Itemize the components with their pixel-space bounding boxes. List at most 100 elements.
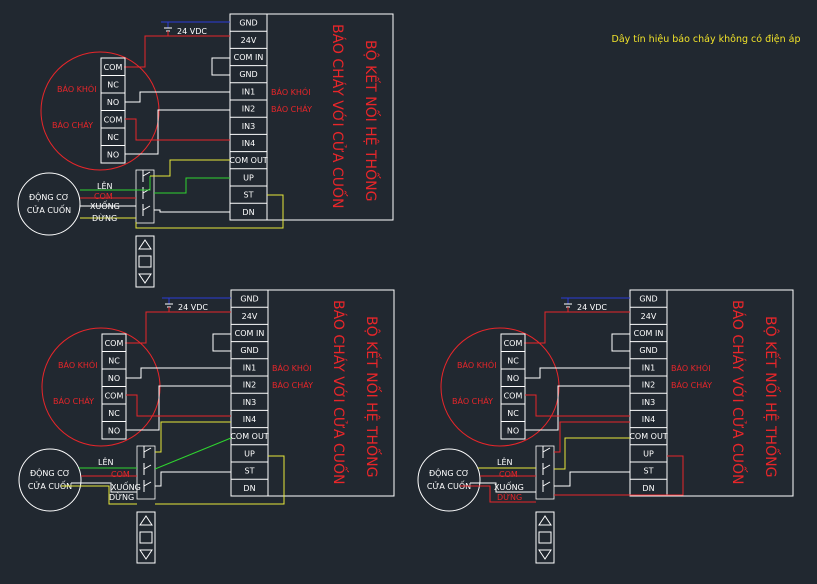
terminal-dn: DN	[243, 484, 255, 493]
switch-blade-0	[142, 171, 151, 177]
motor-label-line1: ĐỘNG CƠ	[30, 467, 70, 478]
st-terminal-wire	[135, 194, 284, 229]
st-terminal-wire	[155, 455, 285, 505]
terminal-st: ST	[244, 191, 254, 200]
fire-no-to-in2	[126, 385, 231, 431]
down-label: XUỐNG	[494, 480, 524, 492]
terminal-in4: IN4	[243, 415, 256, 424]
stop-square-icon	[138, 255, 152, 268]
up-arrow-icon	[138, 239, 152, 250]
supply-label: 24 VDC	[178, 303, 208, 312]
contact-com-3: COM	[105, 392, 124, 401]
terminal-in4: IN4	[242, 139, 255, 148]
stop-label: DỪNG	[92, 212, 117, 223]
terminal-com-out: COM OUT	[629, 432, 667, 441]
terminal-com-in: COM IN	[634, 329, 664, 338]
up-terminal-wire	[154, 437, 232, 470]
terminal-in3: IN3	[642, 398, 655, 407]
contact-com-3: COM	[504, 392, 523, 401]
up-label: LÊN	[97, 180, 113, 191]
detector-circle	[41, 327, 161, 447]
smoke-no-to-in1	[525, 367, 630, 379]
smoke-no-to-in1	[125, 91, 230, 103]
up-label: LÊN	[497, 456, 513, 467]
motor-label-line1: ĐỘNG CƠ	[429, 467, 469, 478]
in2-signal-label: BÁO CHÁY	[671, 379, 712, 390]
switch-box	[535, 445, 555, 500]
terminal-in3: IN3	[242, 122, 255, 131]
com-label: COM	[111, 470, 130, 479]
smoke-detector-label: BÁO KHÓI	[57, 83, 97, 94]
motor-label-line2: CỬA CUỐN	[28, 479, 72, 491]
smoke-com-wire	[124, 35, 168, 68]
smoke-com-wire	[125, 311, 169, 344]
terminal-in2: IN2	[642, 381, 655, 390]
st-terminal-wire	[554, 455, 684, 496]
dn-terminal-wire	[154, 209, 230, 213]
up-terminal-wire	[554, 437, 630, 470]
down-arrow-icon	[139, 549, 153, 560]
contact-nc-4: NC	[507, 409, 519, 418]
terminal-in3: IN3	[243, 398, 256, 407]
supply-label: 24 VDC	[577, 303, 607, 312]
terminal-in2: IN2	[242, 105, 255, 114]
terminal-gnd: GND	[240, 346, 258, 355]
contact-com-3: COM	[104, 116, 123, 125]
contact-com-0: COM	[504, 339, 523, 348]
stop-wire-red	[460, 485, 536, 503]
fire-com-wire	[126, 394, 231, 417]
terminal-com-in: COM IN	[234, 53, 264, 62]
contact-nc-4: NC	[107, 133, 119, 142]
motor-circle	[417, 448, 481, 512]
comin-gnd-jumper	[212, 333, 231, 352]
stop-wire-yellow	[61, 485, 137, 505]
up-arrow-icon	[139, 515, 153, 526]
up-terminal-wire	[154, 177, 230, 194]
terminal-gnd: GND	[240, 295, 258, 304]
module-title-line2: BÁO CHÁY VỚI CỬA CUỐN	[329, 24, 348, 208]
contact-no-2: NO	[108, 374, 120, 383]
up-arrow-icon	[538, 515, 552, 526]
smoke-detector-label: BÁO KHÓI	[457, 359, 497, 370]
contact-no-5: NO	[107, 151, 119, 160]
up-label: LÊN	[98, 456, 114, 467]
fire-detector-label: BÁO CHÁY	[452, 395, 493, 406]
switch-blade-0	[143, 447, 152, 453]
contact-no-2: NO	[507, 374, 519, 383]
comin-gnd-jumper	[211, 57, 230, 76]
motor-label-line1: ĐỘNG CƠ	[29, 191, 69, 202]
terminal-in1: IN1	[243, 363, 256, 372]
com-out-wire	[150, 159, 230, 177]
switch-blade-1	[542, 464, 551, 470]
smoke-detector-label: BÁO KHÓI	[58, 359, 98, 370]
terminal-com-in: COM IN	[235, 329, 265, 338]
contact-no-2: NO	[107, 98, 119, 107]
terminal-gnd: GND	[239, 19, 257, 28]
control-panel	[136, 511, 156, 564]
dn-terminal-wire	[554, 471, 630, 487]
terminal-up: UP	[243, 173, 254, 182]
com-out-wire	[554, 421, 630, 453]
fire-no-to-in2	[125, 109, 230, 155]
terminal-gnd: GND	[639, 295, 657, 304]
control-panel	[535, 511, 555, 564]
down-label: XUỐNG	[111, 480, 141, 492]
terminal-com-out: COM OUT	[230, 432, 268, 441]
in1-signal-label: BÁO KHÓI	[671, 362, 711, 373]
terminal-st: ST	[245, 467, 255, 476]
smoke-no-to-in1	[126, 367, 231, 379]
motor-circle	[17, 172, 81, 236]
detector-circle	[40, 51, 160, 171]
down-label: XUỐNG	[90, 199, 120, 211]
in2-signal-label: BÁO CHÁY	[271, 103, 312, 114]
com-label: COM	[499, 470, 518, 479]
dn-terminal-wire	[155, 471, 231, 487]
module-title-line1: BỘ KẾT NỐI HỆ THỐNG	[362, 40, 381, 201]
terminal-in4: IN4	[642, 415, 655, 424]
detector-circle	[440, 327, 560, 447]
stop-label: DỪNG	[109, 491, 134, 502]
in1-signal-label: BÁO KHÓI	[272, 362, 312, 373]
terminal-24v: 24V	[241, 36, 257, 45]
switch-box	[135, 169, 155, 224]
